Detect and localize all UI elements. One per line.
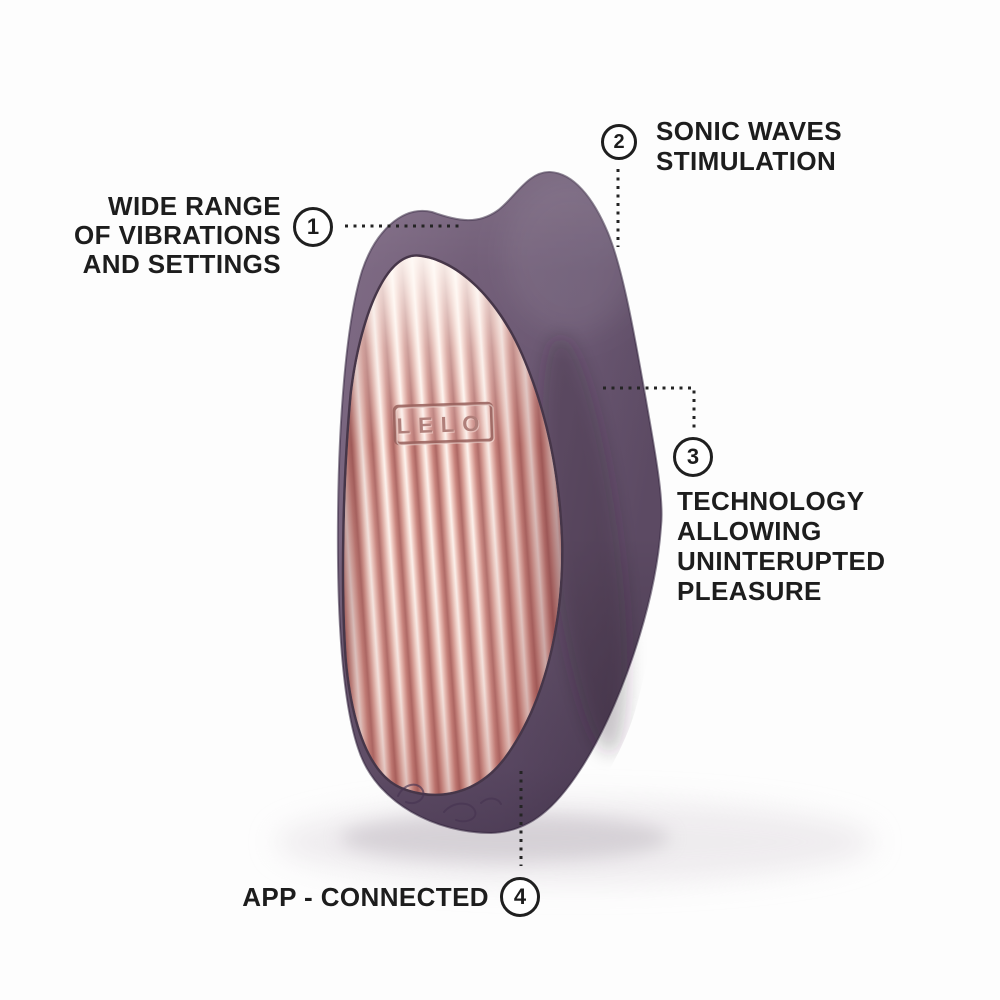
device-shadow xyxy=(275,800,875,884)
callout-2-line: STIMULATION xyxy=(656,146,837,176)
callout-3-number: 3 xyxy=(686,444,700,469)
brand-logo-text: LELO xyxy=(396,410,487,438)
callout-4-line: APP - CONNECTED xyxy=(242,882,489,912)
callout-2-number: 2 xyxy=(613,131,625,153)
callout-3-line: ALLOWING xyxy=(677,516,822,546)
callout-1-number: 1 xyxy=(306,214,320,239)
callout-3-line: TECHNOLOGY xyxy=(677,486,865,516)
callout-2-label: SONIC WAVES STIMULATION xyxy=(656,116,842,176)
callout-1-line: WIDE RANGE xyxy=(108,191,281,221)
callout-2-line: SONIC WAVES xyxy=(656,116,842,146)
brand-logo-plate: LELO LELO xyxy=(392,401,495,446)
device-face xyxy=(341,254,564,797)
callout-4-number: 4 xyxy=(513,884,527,909)
brand-logo-text-highlight: LELO xyxy=(397,412,488,440)
callout-3-number-badge: 3 xyxy=(673,437,713,477)
callout-2-number-badge: 2 xyxy=(601,124,637,160)
callout-3-line: PLEASURE xyxy=(677,576,822,606)
callout-1-label: WIDE RANGE OF VIBRATIONS AND SETTINGS xyxy=(74,192,281,279)
body-engraving-flourish xyxy=(397,783,502,823)
callout-3-line: UNINTERUPTED xyxy=(677,546,886,576)
callout-1-line: AND SETTINGS xyxy=(82,249,281,279)
callout-1-line: OF VIBRATIONS xyxy=(74,220,281,250)
callout-lines xyxy=(345,169,696,866)
callout-4-label: APP - CONNECTED xyxy=(242,883,489,912)
callout-3-label: TECHNOLOGY ALLOWING UNINTERUPTED PLEASUR… xyxy=(677,486,885,606)
callout-4-number-badge: 4 xyxy=(500,877,540,917)
callout-1-number-badge: 1 xyxy=(293,207,333,247)
